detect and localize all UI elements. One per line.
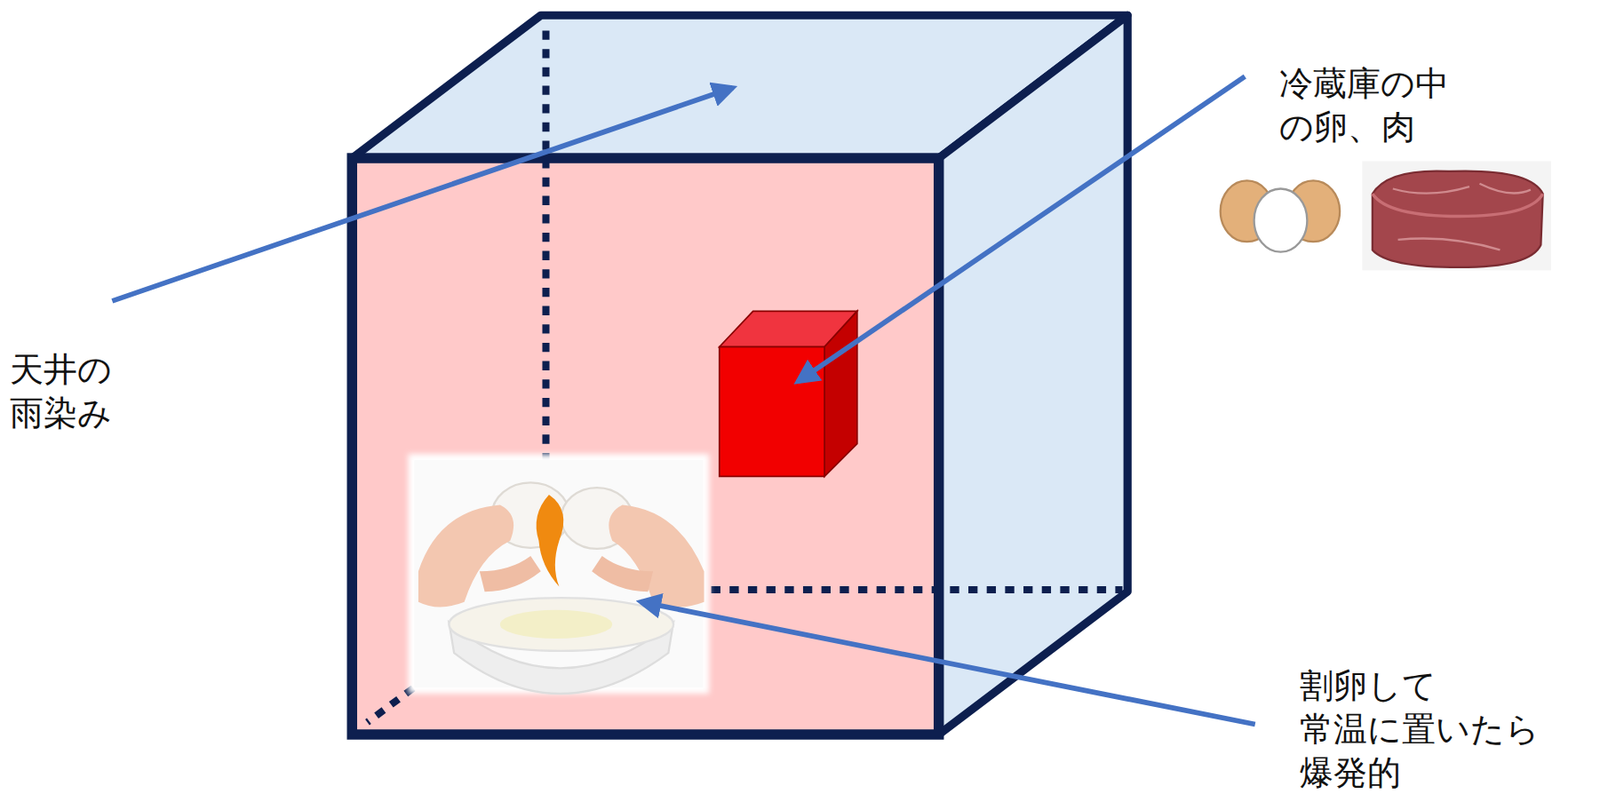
- callout-label: 割卵して 常温に置いたら 爆発的: [1299, 664, 1567, 796]
- red-cube-side: [824, 310, 858, 477]
- meat-icon: [1361, 160, 1551, 271]
- callout-label: 天井の 雨染み: [9, 348, 144, 436]
- egg-photo: [407, 453, 709, 694]
- red-cube-front: [719, 347, 825, 478]
- leader-arrows: [111, 76, 1255, 725]
- eggs-icon: [1220, 180, 1340, 252]
- right-face: [939, 15, 1128, 735]
- front-face-outline: [351, 158, 939, 735]
- hidden-edges: [366, 30, 1123, 723]
- callout-label: 冷蔵庫の中 の卵、肉: [1279, 62, 1493, 150]
- front-face: [351, 158, 939, 735]
